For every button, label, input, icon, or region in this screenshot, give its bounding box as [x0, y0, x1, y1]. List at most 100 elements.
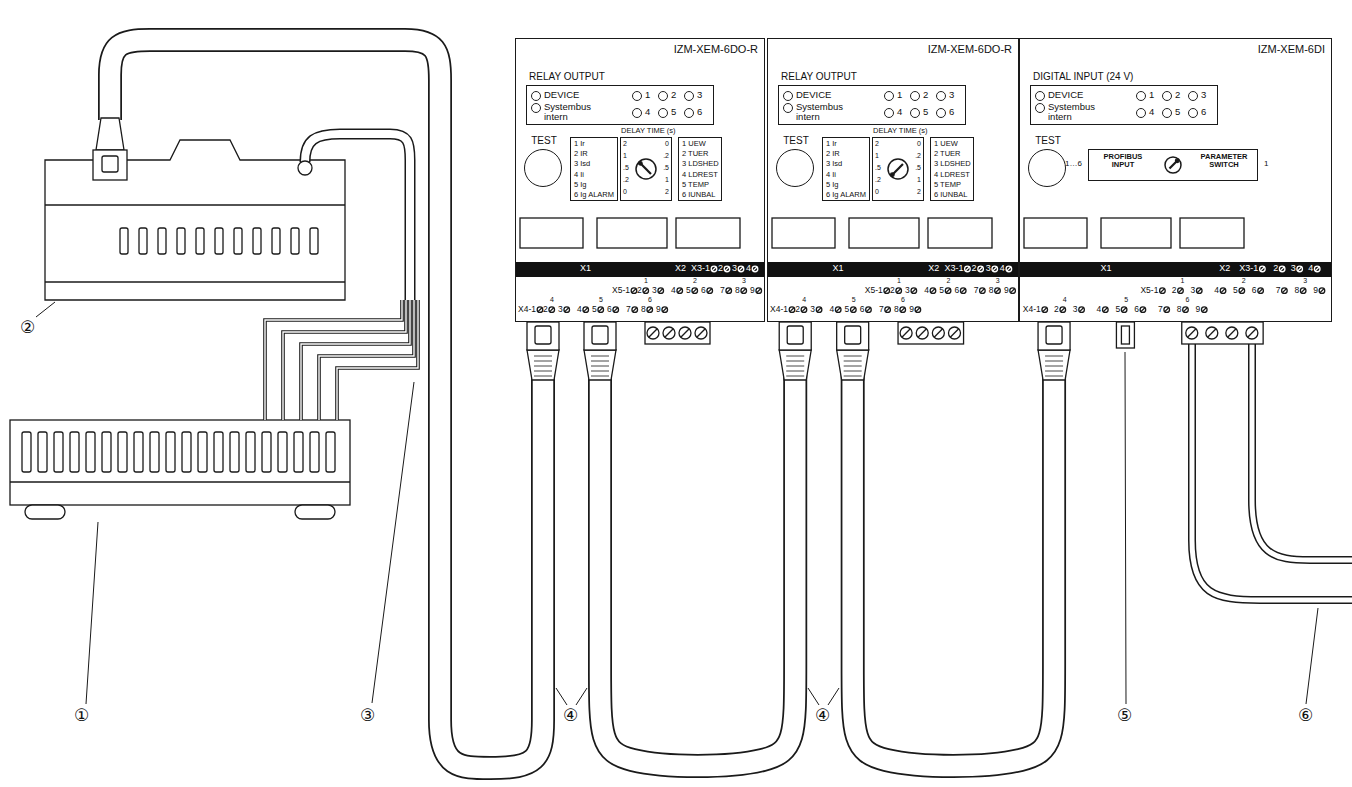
terminal-label: 9 [1313, 286, 1318, 295]
connector-slot [262, 432, 271, 472]
callout-number: ⑤ [1117, 706, 1132, 725]
relay-number: 6 [648, 296, 652, 304]
screw [613, 307, 619, 313]
panel-text: .5 [915, 164, 921, 172]
screw-slot [681, 329, 689, 337]
callout-number: ① [74, 706, 89, 725]
screw [1010, 288, 1016, 294]
label-window [1180, 218, 1244, 248]
screw [741, 288, 747, 294]
function-list: 1 UEW2 TUER3 LDSHED4 LDREST5 TEMP6 IUNBA… [930, 137, 974, 201]
screw [911, 288, 917, 294]
screw-terminal-block [645, 322, 710, 344]
bus-cable [600, 322, 795, 766]
terminal-label: X4-1 [1023, 305, 1041, 314]
relay-number: 4 [550, 296, 554, 304]
relay-number: 2 [693, 277, 697, 285]
callout-number: ③ [360, 706, 375, 725]
screw [726, 288, 732, 294]
plug-rib [1045, 366, 1063, 367]
screw-slot [1197, 289, 1201, 293]
terminal-label: X5-1 [865, 286, 883, 295]
panel-text: 2 [665, 188, 669, 196]
panel-text: 5 [923, 107, 928, 117]
screw-slot [725, 267, 729, 271]
dial [1165, 157, 1181, 173]
screw [851, 307, 857, 313]
plug-rib [786, 366, 804, 367]
screw-slot [1007, 267, 1011, 271]
screw-slot [1043, 308, 1047, 312]
panel-text: 0 [917, 140, 921, 148]
screw [692, 288, 698, 294]
terminal-label: 5 [686, 286, 691, 295]
plug-strain-relief [527, 350, 559, 380]
terminal-label: 6 [607, 305, 612, 314]
bus-socket-inner [1121, 326, 1129, 344]
device-socket [298, 161, 312, 175]
screw [1186, 327, 1198, 339]
panel-text: 4 [1149, 107, 1154, 117]
plug-rib [786, 376, 804, 377]
cable [600, 322, 795, 766]
vent-slot [272, 228, 280, 254]
relay-number: 5 [599, 296, 603, 304]
panel-text: 0 [623, 188, 627, 196]
screw-slot [965, 267, 969, 271]
dial [888, 159, 908, 179]
terminal-label: X3-1 [691, 264, 710, 274]
plug-body [584, 322, 616, 350]
panel-text: DEVICE [796, 90, 831, 100]
terminal-label: 7 [1276, 286, 1281, 295]
panel-text: 3 Isd [574, 160, 590, 168]
screw-slot [1179, 289, 1183, 293]
screw-slot [1011, 289, 1015, 293]
rj45-plug [527, 322, 559, 380]
module-type: IZM-XEM-6DI [1258, 43, 1325, 55]
callout-number: ④ [563, 706, 578, 725]
connector-slot [166, 432, 175, 472]
terminal-label: 6 [701, 286, 706, 295]
relay-number: 5 [1124, 296, 1128, 304]
rotary-switch [888, 159, 908, 179]
screw-slot [753, 267, 757, 271]
panel-text: 6 Ig ALARM [574, 191, 614, 199]
plug-latch [535, 326, 551, 344]
screw [695, 327, 707, 339]
screw-slot [902, 329, 910, 337]
module-type: IZM-XEM-6DO-R [928, 43, 1012, 55]
terminal-label: 4 [671, 286, 676, 295]
screw-slot [918, 329, 926, 337]
leader-line [1306, 608, 1318, 704]
screw-slot [599, 308, 603, 312]
connector-slot [230, 432, 239, 472]
function-list: 1 UEW2 TUER3 LDSHED4 LDREST5 TEMP6 IUNBA… [678, 137, 722, 201]
screw-slot [1248, 329, 1256, 337]
panel-text: 6 IUNBAL [934, 191, 967, 199]
terminal-label: 6 [1134, 305, 1139, 314]
terminal-label: 6 [860, 305, 865, 314]
screw [978, 266, 984, 272]
screw [1164, 307, 1170, 313]
screw [756, 288, 762, 294]
terminal-label: X3-1 [944, 264, 963, 274]
terminal-label: 8 [989, 286, 994, 295]
module-type: IZM-XEM-6DO-R [674, 43, 758, 55]
connector-edge [10, 481, 350, 482]
device-plug-latch [102, 156, 118, 172]
panel-text: 3 Isd [826, 160, 842, 168]
terminal-label: 5 [845, 305, 850, 314]
label-window [1101, 218, 1171, 248]
relay-number: 4 [1063, 296, 1067, 304]
terminal-label: X4-1 [770, 305, 788, 314]
screw [896, 288, 902, 294]
screw [1042, 307, 1048, 313]
panel-text: 6 Ig ALARM [826, 191, 866, 199]
connector-slot [150, 432, 159, 472]
terminal-label: 4 [924, 286, 929, 295]
relay-number: 3 [742, 277, 746, 285]
callout-number: ⑥ [1298, 706, 1313, 725]
screw [1140, 307, 1146, 313]
panel-text: 1 [917, 176, 921, 184]
